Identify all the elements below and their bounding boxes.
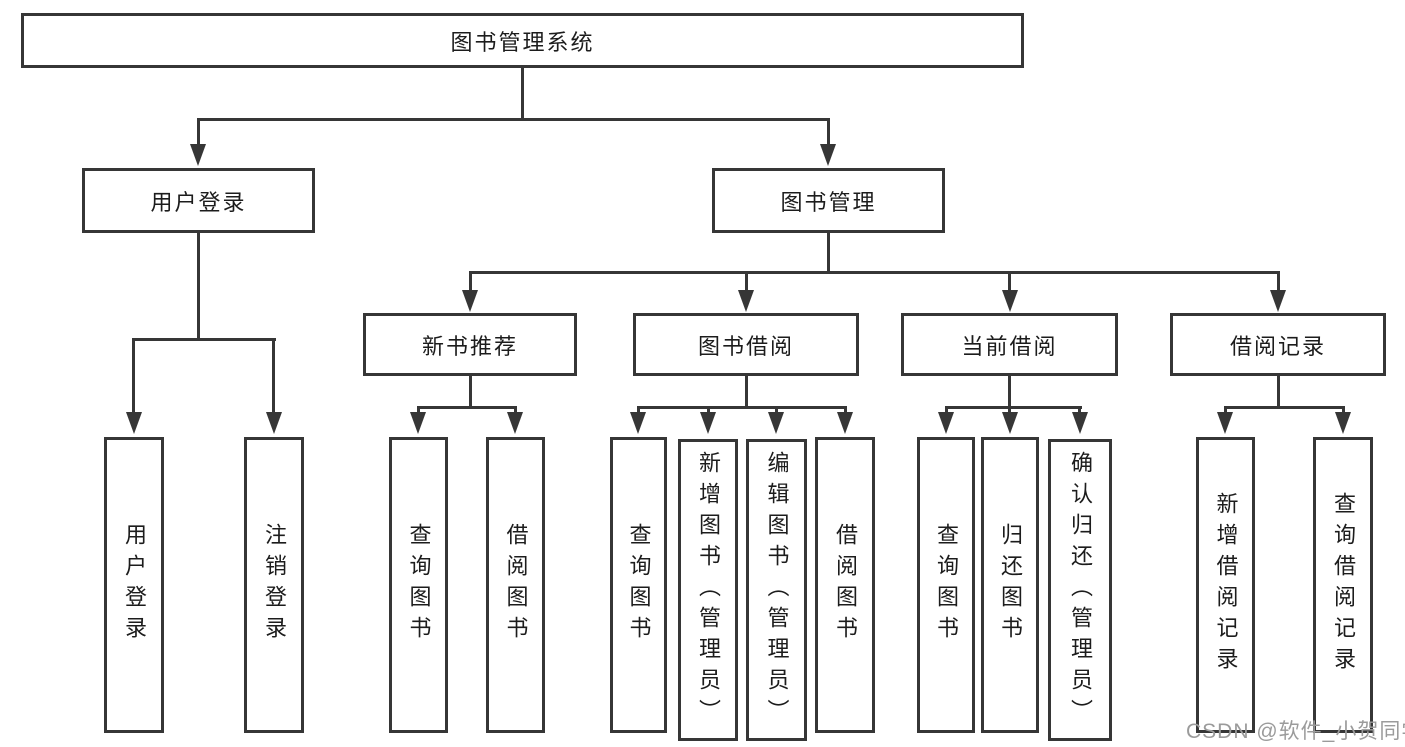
connector-line (469, 271, 472, 293)
node-label: 确认归还（管理员） (1068, 450, 1093, 730)
leaf-user-login: 用户登录 (104, 437, 164, 733)
node-label: 用户登录 (122, 523, 147, 647)
connector-line (514, 406, 517, 414)
node-label: 借阅记录 (1229, 333, 1326, 359)
connector-line (1078, 406, 1081, 414)
node-label: 归还图书 (998, 523, 1023, 647)
leaf-records-query-record: 查询借阅记录 (1313, 437, 1373, 733)
node-label: 图书管理 (780, 189, 877, 215)
arrowhead-icon (700, 412, 716, 434)
arrowhead-icon (1270, 290, 1286, 312)
connector-line (469, 271, 1279, 274)
arrowhead-icon (266, 412, 282, 434)
arrowhead-icon (1072, 412, 1088, 434)
leaf-current-query-books: 查询图书 (917, 437, 975, 733)
connector-line (1342, 406, 1345, 414)
connector-line (197, 118, 830, 121)
connector-line (132, 338, 276, 341)
connector-line (827, 233, 830, 271)
arrowhead-icon (820, 144, 836, 166)
connector-line (132, 338, 135, 414)
connector-line (1224, 406, 1227, 414)
leaf-records-add-record: 新增借阅记录 (1196, 437, 1255, 733)
arrowhead-icon (1002, 412, 1018, 434)
node-book-borrowing: 图书借阅 (633, 313, 859, 376)
arrowhead-icon (507, 412, 523, 434)
node-book-management: 图书管理 (712, 168, 945, 233)
node-label: 查询图书 (406, 523, 432, 647)
node-label: 新增图书（管理员） (696, 450, 721, 730)
arrowhead-icon (738, 290, 754, 312)
connector-line (844, 406, 847, 414)
node-library-system: 图书管理系统 (21, 13, 1024, 68)
arrowhead-icon (462, 290, 478, 312)
connector-line (945, 406, 948, 414)
connector-line (272, 338, 275, 414)
connector-line (1224, 406, 1345, 409)
node-label: 借阅图书 (503, 523, 529, 647)
connector-line (469, 376, 472, 406)
node-label: 图书管理系统 (450, 29, 595, 55)
node-label: 查询图书 (934, 523, 959, 647)
leaf-current-confirm-return-admin: 确认归还（管理员） (1048, 439, 1112, 741)
connector-line (637, 406, 847, 409)
arrowhead-icon (938, 412, 954, 434)
leaf-borrowing-edit-books-admin: 编辑图书（管理员） (746, 439, 807, 741)
connector-line (417, 406, 420, 414)
node-label: 图书借阅 (697, 333, 794, 359)
node-label: 借阅图书 (833, 523, 858, 647)
arrowhead-icon (1002, 290, 1018, 312)
node-label: 用户登录 (150, 189, 247, 215)
node-label: 编辑图书（管理员） (764, 450, 790, 730)
arrowhead-icon (126, 412, 142, 434)
connector-line (827, 118, 830, 148)
node-label: 新书推荐 (421, 333, 518, 359)
connector-line (745, 376, 748, 406)
arrowhead-icon (1335, 412, 1351, 434)
leaf-borrowing-add-books-admin: 新增图书（管理员） (678, 439, 738, 741)
connector-line (1277, 376, 1280, 406)
connector-line (521, 68, 524, 118)
connector-line (637, 406, 640, 414)
watermark: CSDN @软件_小贺同学 (1186, 720, 1405, 743)
node-label: 查询图书 (626, 523, 652, 647)
connector-line (1008, 271, 1011, 293)
node-user-login: 用户登录 (82, 168, 315, 233)
node-new-book-recommendation: 新书推荐 (363, 313, 577, 376)
leaf-recommend-borrow-books: 借阅图书 (486, 437, 545, 733)
node-label: 注销登录 (262, 523, 287, 647)
leaf-logout: 注销登录 (244, 437, 304, 733)
connector-line (775, 406, 778, 414)
arrowhead-icon (1217, 412, 1233, 434)
node-label: 查询借阅记录 (1331, 492, 1356, 678)
connector-line (197, 118, 200, 148)
connector-line (1277, 271, 1280, 293)
node-label: 新增借阅记录 (1213, 492, 1239, 678)
connector-line (707, 406, 710, 414)
node-label: 当前借阅 (961, 333, 1058, 359)
leaf-current-return-books: 归还图书 (981, 437, 1039, 733)
connector-line (945, 406, 1082, 409)
leaf-recommend-query-books: 查询图书 (389, 437, 448, 733)
node-borrowing-records: 借阅记录 (1170, 313, 1386, 376)
node-current-borrowing: 当前借阅 (901, 313, 1118, 376)
arrowhead-icon (630, 412, 646, 434)
connector-line (1008, 406, 1011, 414)
arrowhead-icon (768, 412, 784, 434)
connector-line (745, 271, 748, 293)
arrowhead-icon (837, 412, 853, 434)
connector-line (197, 233, 200, 338)
arrowhead-icon (190, 144, 206, 166)
arrowhead-icon (410, 412, 426, 434)
leaf-borrowing-borrow-books: 借阅图书 (815, 437, 875, 733)
leaf-borrowing-query-books: 查询图书 (610, 437, 667, 733)
connector-line (417, 406, 517, 409)
connector-line (1008, 376, 1011, 406)
